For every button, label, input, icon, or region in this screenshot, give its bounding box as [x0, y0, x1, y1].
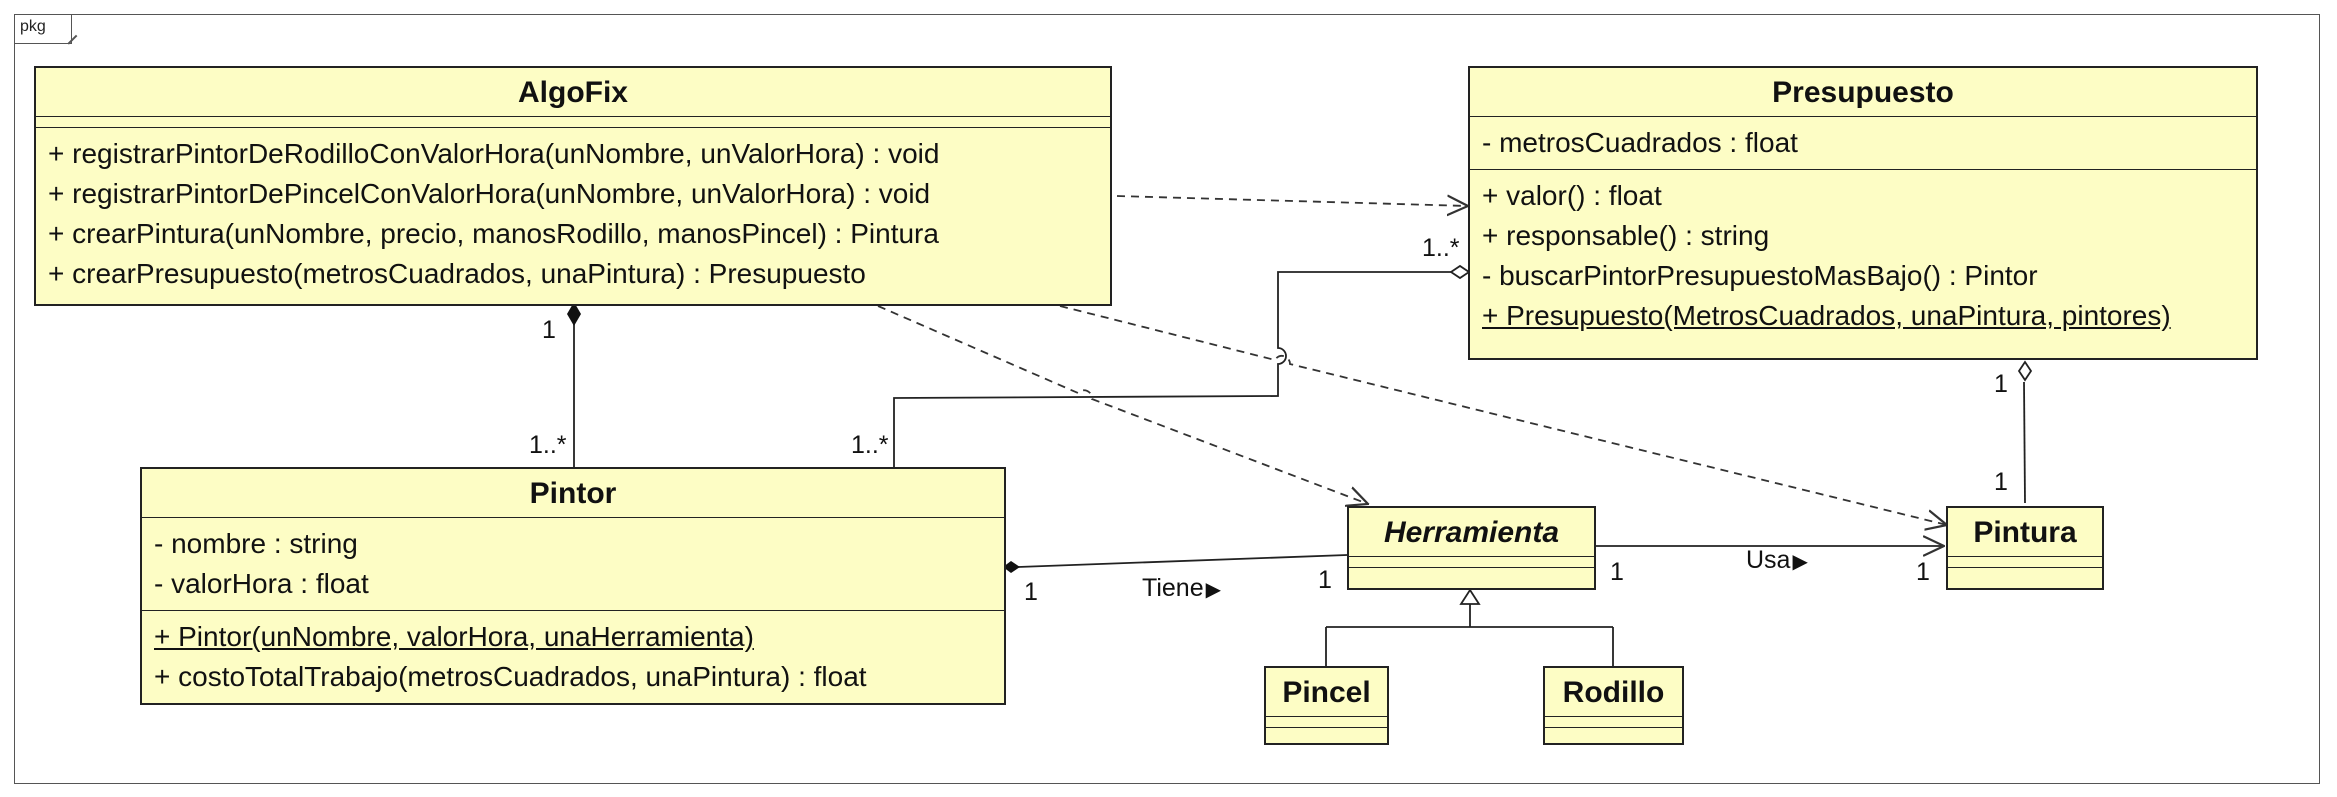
association-name-usa: Usa▶ [1746, 546, 1808, 575]
composition-pintor-herramienta [1017, 554, 1348, 568]
multiplicity-label: 1 [542, 316, 556, 344]
class-name: Herramienta [1383, 516, 1560, 549]
operations-compartment: + registrarPintorDeRodilloConValorHora(u… [36, 127, 1110, 300]
operation: + valor() : float [1482, 180, 1662, 211]
operation: + registrarPintorDeRodilloConValorHora(u… [48, 138, 940, 169]
attributes-compartment [1266, 716, 1387, 727]
multiplicity-label: 1..* [851, 431, 889, 459]
operations-compartment: + Pintor(unNombre, valorHora, unaHerrami… [142, 610, 1004, 703]
multiplicity-label: 1..* [529, 431, 567, 459]
operation: + Presupuesto(MetrosCuadrados, unaPintur… [1482, 300, 2171, 331]
class-pintor[interactable]: Pintor - nombre : string - valorHora : f… [140, 467, 1006, 705]
operation: + crearPintura(unNombre, precio, manosRo… [48, 218, 939, 249]
operations-compartment [1266, 727, 1387, 738]
aggregation-presupuesto-pintura [2023, 381, 2026, 504]
composition-diamond-algofix [567, 302, 581, 326]
operation: + responsable() : string [1482, 220, 1770, 251]
aggregation-diamond-pintura [2017, 360, 2033, 382]
operations-compartment [1545, 727, 1682, 738]
association-name-text: Usa [1746, 546, 1791, 574]
multiplicity-label: 1 [1994, 468, 2008, 496]
multiplicity-label: 1..* [1422, 234, 1460, 262]
operation: + Pintor(unNombre, valorHora, unaHerrami… [154, 621, 754, 652]
multiplicity-label: 1 [1994, 370, 2008, 398]
attributes-compartment: - metrosCuadrados : float [1470, 116, 2256, 169]
multiplicity-label: 1 [1318, 566, 1332, 594]
package-frame [14, 14, 2320, 784]
class-herramienta[interactable]: Herramienta [1347, 506, 1596, 590]
attributes-compartment [1349, 556, 1594, 567]
class-pintura[interactable]: Pintura [1946, 506, 2104, 590]
operation: + registrarPintorDePincelConValorHora(un… [48, 178, 931, 209]
dependency-algofix-herramienta [877, 305, 1368, 504]
operation: - buscarPintorPresupuestoMasBajo() : Pin… [1482, 260, 2038, 291]
operations-compartment [1948, 567, 2102, 578]
class-algofix[interactable]: AlgoFix + registrarPintorDeRodilloConVal… [34, 66, 1112, 306]
attribute: - valorHora : float [154, 568, 369, 599]
association-name-tiene: Tiene▶ [1142, 574, 1221, 603]
operation: + crearPresupuesto(metrosCuadrados, unaP… [48, 258, 866, 289]
generalization-triangle [1459, 588, 1481, 605]
package-tab [14, 14, 72, 44]
class-name: Pintura [1973, 516, 2077, 549]
dependency-algofix-presupuesto [1116, 196, 1468, 206]
direction-arrow-icon: ▶ [1792, 551, 1808, 573]
dependency-algofix-pintura [1059, 305, 1947, 525]
operations-compartment: + valor() : float + responsable() : stri… [1470, 169, 2256, 342]
class-name: Pincel [1282, 676, 1371, 709]
aggregation-diamond-presupuesto [1449, 264, 1471, 280]
attributes-compartment: - nombre : string - valorHora : float [142, 517, 1004, 610]
multiplicity-label: 1 [1610, 558, 1624, 586]
class-name: AlgoFix [518, 76, 628, 109]
class-pincel[interactable]: Pincel [1264, 666, 1389, 745]
aggregation-presupuesto-pintor [893, 271, 1452, 467]
attributes-compartment [1948, 556, 2102, 567]
attributes-compartment [36, 116, 1110, 127]
direction-arrow-icon: ▶ [1205, 579, 1221, 601]
operation: + costoTotalTrabajo(metrosCuadrados, una… [154, 661, 867, 692]
class-name: Pintor [529, 477, 617, 510]
composition-diamond-pintor [1003, 561, 1020, 573]
class-presupuesto[interactable]: Presupuesto - metrosCuadrados : float + … [1468, 66, 2258, 360]
attribute: - metrosCuadrados : float [1482, 127, 1798, 158]
attribute: - nombre : string [154, 528, 358, 559]
multiplicity-label: 1 [1024, 578, 1038, 606]
multiplicity-label: 1 [1916, 558, 1930, 586]
association-name-text: Tiene [1142, 574, 1204, 602]
package-label: pkg [20, 18, 46, 35]
class-name: Rodillo [1562, 676, 1665, 709]
attributes-compartment [1545, 716, 1682, 727]
class-name: Presupuesto [1772, 76, 1954, 109]
operations-compartment [1349, 567, 1594, 578]
class-rodillo[interactable]: Rodillo [1543, 666, 1684, 745]
